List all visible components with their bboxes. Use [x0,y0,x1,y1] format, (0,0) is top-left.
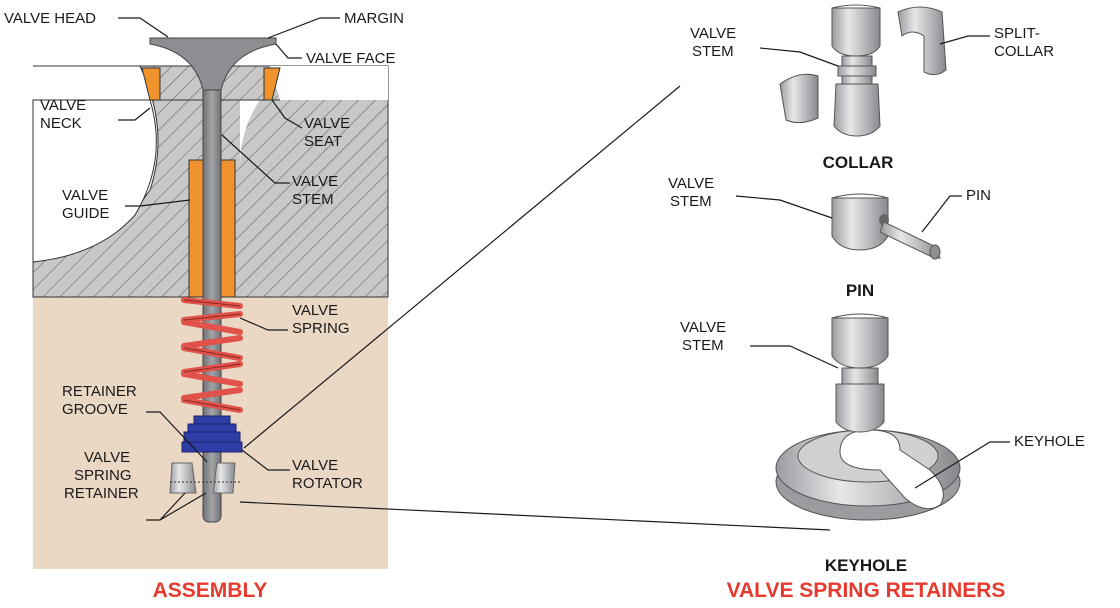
spring-retainer-keeper-right [212,462,236,494]
split-collar-left-half [779,73,819,124]
label-margin: MARGIN [344,10,404,27]
label-retainer-groove: RETAINER GROOVE [62,383,141,418]
valve-stem [202,59,222,523]
label-pin-valve-stem: VALVE STEM [668,175,718,210]
assembly-view [32,17,831,569]
label-collar-valve-stem: VALVE STEM [690,25,740,60]
label-split-collar: SPLIT- COLLAR [994,25,1054,60]
label-valve-face: VALVE FACE [306,50,395,67]
split-collar-right-half [897,6,947,76]
labels: VALVE HEAD MARGIN VALVE FACE VALVE NECK … [4,10,1085,502]
label-valve-neck: VALVE NECK [40,97,90,132]
title-assembly: ASSEMBLY [153,579,268,602]
intake-port [32,99,157,263]
keyhole-retainer-view [775,313,961,521]
label-valve-guide: VALVE GUIDE [62,187,112,222]
label-valve-spring-retainer: VALVE SPRING RETAINER [64,449,139,502]
caption-keyhole: KEYHOLE [825,556,907,575]
label-valve-rotator: VALVE ROTATOR [292,457,363,492]
label-pin: PIN [966,187,991,204]
label-valve-head: VALVE HEAD [4,10,96,27]
label-valve-seat: VALVE SEAT [304,115,354,150]
spring-retainer-keeper-left [169,462,197,494]
label-valve-spring: VALVE SPRING [292,302,350,337]
collar-retainer-view [779,4,947,137]
valve-seat-left [141,67,161,101]
assembly-leaders [118,17,831,531]
caption-collar: COLLAR [823,153,894,172]
retainer-leaders [735,35,1010,489]
label-keyhole-valve-stem: VALVE STEM [680,319,730,354]
title-valve-spring-retainers: VALVE SPRING RETAINERS [727,579,1006,602]
pin-retainer-view [831,193,941,260]
label-valve-stem: VALVE STEM [292,173,342,208]
caption-pin: PIN [846,281,874,300]
valve-head [149,37,277,91]
label-keyhole: KEYHOLE [1014,433,1085,450]
captions: COLLAR PIN KEYHOLE [823,153,908,575]
